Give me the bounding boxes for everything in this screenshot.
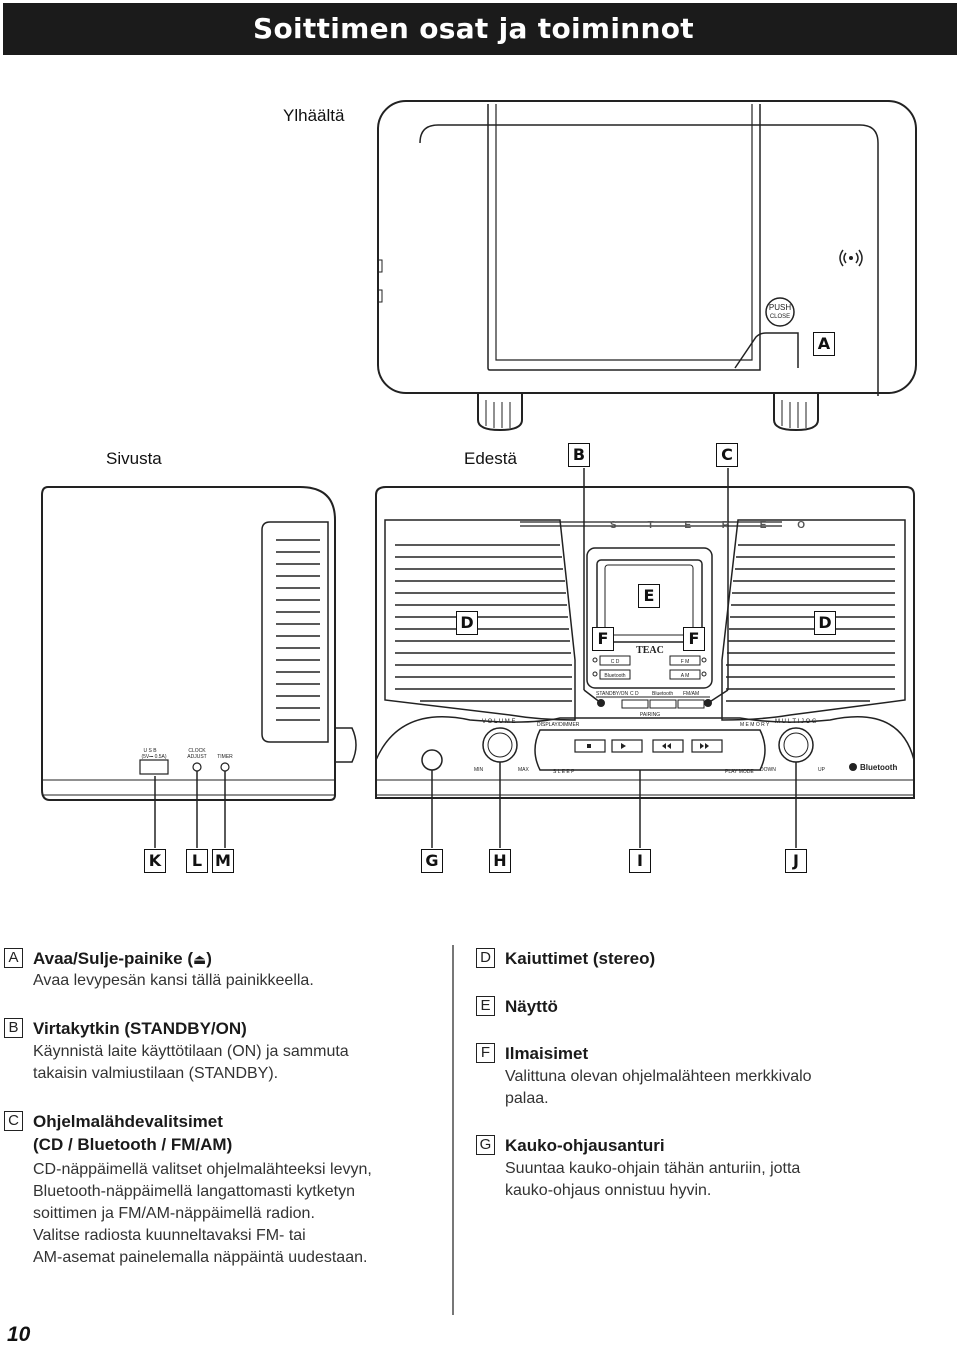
desc-letter-c: C xyxy=(4,1111,23,1131)
am-indicator-label: A M xyxy=(681,673,690,679)
desc-title-a: Avaa/Sulje-painike (⏏) xyxy=(33,949,212,968)
usb-spec-label: (5V⎓ 0.5A) xyxy=(141,754,166,760)
callout-i: I xyxy=(629,849,651,873)
eject-icon: ⏏ xyxy=(192,951,207,967)
callout-m: M xyxy=(212,849,234,873)
desc-title-e: Näyttö xyxy=(505,997,558,1016)
callout-h: H xyxy=(489,849,511,873)
desc-line-c-4: Valitse radiosta kuunneltavaksi FM- tai xyxy=(33,1227,306,1244)
desc-item-g: G Kauko-ohjausanturi Suuntaa kauko-ohjai… xyxy=(476,1135,946,1205)
sleep-label: S L E E P xyxy=(553,769,575,775)
adjust-label: ADJUST xyxy=(187,754,206,760)
desc-line-g-2: kauko-ohjaus onnistuu hyvin. xyxy=(505,1182,712,1199)
callout-a: A xyxy=(813,332,835,356)
callout-d-left: D xyxy=(456,611,478,635)
desc-item-c: C Ohjelmalähdevalitsimet (CD / Bluetooth… xyxy=(4,1111,444,1271)
desc-title-b: Virtakytkin (STANDBY/ON) xyxy=(33,1019,247,1038)
callout-e: E xyxy=(638,584,660,608)
desc-item-a: A Avaa/Sulje-painike (⏏) Avaa levypesän … xyxy=(4,948,444,998)
desc-title-g: Kauko-ohjausanturi xyxy=(505,1136,665,1155)
callout-k: K xyxy=(144,849,166,873)
stereo-label: S T E R E O xyxy=(610,520,819,531)
callout-c: C xyxy=(716,443,738,467)
standby-label: STANDBY/ON xyxy=(596,691,629,697)
bt-button-label: Bluetooth xyxy=(652,691,673,697)
desc-line-c-2: Bluetooth-näppäimellä langattomasti kytk… xyxy=(33,1183,355,1200)
callout-g: G xyxy=(421,849,443,873)
callout-j: J xyxy=(785,849,807,873)
play-mode-label: PLAY MODE xyxy=(725,769,754,775)
bluetooth-logo-text: Bluetooth xyxy=(860,763,897,772)
desc-letter-e: E xyxy=(476,996,495,1016)
memory-label: M E M O R Y xyxy=(740,722,770,728)
desc-title2-c: (CD / Bluetooth / FM/AM) xyxy=(33,1135,233,1154)
desc-item-e: E Näyttö xyxy=(476,996,946,1026)
column-divider xyxy=(452,945,454,1315)
display-dimmer-label: DISPLAY/DIMMER xyxy=(537,722,580,728)
desc-line-g-1: Suuntaa kauko-ohjain tähän anturiin, jot… xyxy=(505,1160,801,1177)
callout-d-right: D xyxy=(814,611,836,635)
desc-item-f: F Ilmaisimet Valittuna olevan ohjelmaläh… xyxy=(476,1043,946,1113)
callout-f-left: F xyxy=(592,627,614,651)
desc-title-d: Kaiuttimet (stereo) xyxy=(505,949,656,968)
desc-letter-d: D xyxy=(476,948,495,968)
cd-indicator-label: C D xyxy=(611,659,620,665)
max-label: MAX xyxy=(518,767,530,773)
desc-letter-b: B xyxy=(4,1018,23,1038)
desc-line-f-1: Valittuna olevan ohjelmalähteen merkkiva… xyxy=(505,1068,812,1085)
timer-label: TIMER xyxy=(217,754,233,760)
view-label-top: Ylhäältä xyxy=(283,106,345,125)
desc-line-a-1: Avaa levypesän kansi tällä painikkeella. xyxy=(33,972,314,989)
view-label-front: Edestä xyxy=(464,449,517,468)
up-label: UP xyxy=(818,767,826,773)
front-view-drawing xyxy=(375,468,915,848)
desc-title-f: Ilmaisimet xyxy=(505,1044,589,1063)
top-view-drawing xyxy=(377,100,917,432)
desc-line-c-3: soittimen ja FM/AM-näppäimellä radion. xyxy=(33,1205,315,1222)
cd-button-label: C D xyxy=(630,691,639,697)
page-title: Soittimen osat ja toiminnot xyxy=(253,12,694,45)
side-view-drawing xyxy=(41,486,357,848)
min-label: MIN xyxy=(474,767,484,773)
desc-letter-a: A xyxy=(4,948,23,968)
fmam-button-label: FM/AM xyxy=(683,691,699,697)
desc-line-b-1: Käynnistä laite käyttötilaan (ON) ja sam… xyxy=(33,1043,349,1060)
callout-b: B xyxy=(568,443,590,467)
close-label: CLOSE xyxy=(770,314,790,320)
desc-line-b-2: takaisin valmiustilaan (STANDBY). xyxy=(33,1065,279,1082)
title-bar: Soittimen osat ja toiminnot xyxy=(3,3,957,55)
desc-line-c-5: AM-asemat painelemalla näppäintä uudesta… xyxy=(33,1249,368,1266)
push-label: PUSH xyxy=(769,303,791,312)
pairing-label: PAIRING xyxy=(640,712,660,718)
desc-letter-g: G xyxy=(476,1135,495,1155)
page-number: 10 xyxy=(7,1323,31,1346)
desc-letter-f: F xyxy=(476,1043,495,1063)
desc-item-d: D Kaiuttimet (stereo) xyxy=(476,948,946,978)
bt-indicator-label: Bluetooth xyxy=(604,673,625,679)
desc-title-c: Ohjelmalähdevalitsimet xyxy=(33,1112,223,1131)
desc-line-f-2: palaa. xyxy=(505,1090,549,1107)
view-label-side: Sivusta xyxy=(106,449,162,468)
clock-label: CLOCK xyxy=(188,748,206,754)
fm-indicator-label: F M xyxy=(681,659,690,665)
volume-label: V O L U M E xyxy=(482,719,515,725)
device-diagram: PUSH CLOSE S T E R E O TEAC C D Bluetoot… xyxy=(41,100,917,848)
usb-label: U S B xyxy=(143,748,157,754)
teac-logo: TEAC xyxy=(636,645,664,656)
multi-jog-label: M U L T I J O G xyxy=(775,719,817,725)
callout-f-right: F xyxy=(683,627,705,651)
down-label: DOWN xyxy=(760,767,776,773)
callout-l: L xyxy=(186,849,208,873)
desc-line-c-1: CD-näppäimellä valitset ohjelmalähteeksi… xyxy=(33,1161,372,1178)
desc-item-b: B Virtakytkin (STANDBY/ON) Käynnistä lai… xyxy=(4,1018,444,1088)
